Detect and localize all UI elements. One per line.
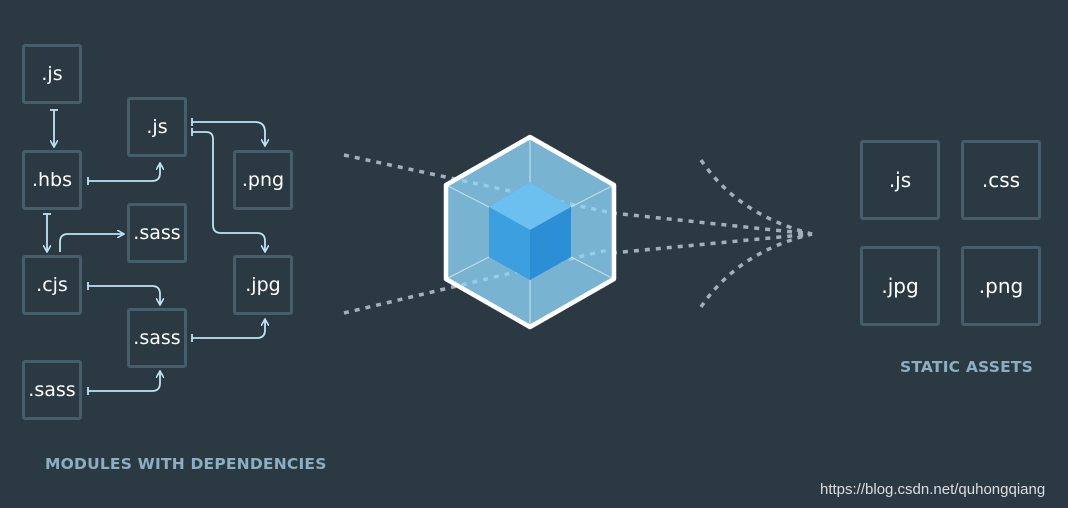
asset-label: .js [888,168,912,192]
connector-cjs-sass2 [88,285,160,304]
module-label: .js [146,116,168,138]
module-label: .png [241,169,285,191]
connector-js-png [192,121,265,145]
module-box-sass: .sass [22,360,82,420]
module-label: .js [41,63,63,85]
connector-hbs-js [88,164,160,182]
module-box-png: .png [233,150,293,210]
flow-lines [343,153,813,315]
module-label: .cjs [36,274,68,296]
flow-line-out-bottom [611,232,813,255]
webpack-cube-icon [443,134,617,330]
modules-title: MODULES WITH DEPENDENCIES [45,455,327,473]
connector-cjs-sass [59,234,123,252]
dependency-connectors [47,110,265,392]
connector-js-jpg [192,131,265,251]
asset-label: .png [978,274,1024,298]
asset-box-jpg: .jpg [860,246,940,326]
module-box-jpg: .jpg [233,255,293,315]
module-label: .sass [133,222,181,244]
assets-title: STATIC ASSETS [900,358,1033,376]
module-label: .jpg [245,274,281,296]
flow-line-in-bottom [343,247,613,315]
watermark-url: https://blog.csdn.net/quhongqiang [820,481,1046,498]
module-box-js: .js [22,44,82,104]
module-label: .sass [133,327,181,349]
module-box-js: .js [127,97,187,157]
asset-box-png: .png [961,246,1041,326]
connector-sass-jpg [192,320,265,339]
module-box-sass: .sass [127,203,187,263]
module-label: .hbs [31,169,73,191]
flow-line-curve-top [699,159,813,236]
asset-label: .css [981,168,1021,192]
flow-line-in-top [343,153,613,215]
module-box-cjs: .cjs [22,255,82,315]
asset-label: .jpg [881,274,919,298]
asset-box-js: .js [860,140,940,220]
asset-box-css: .css [961,140,1041,220]
flow-line-curve-bottom [699,232,813,308]
flow-line-out-top [611,211,813,236]
module-box-sass: .sass [127,308,187,368]
module-box-hbs: .hbs [22,150,82,210]
connector-ticks [43,109,193,395]
connector-sass-sass [88,372,160,392]
module-label: .sass [28,379,76,401]
